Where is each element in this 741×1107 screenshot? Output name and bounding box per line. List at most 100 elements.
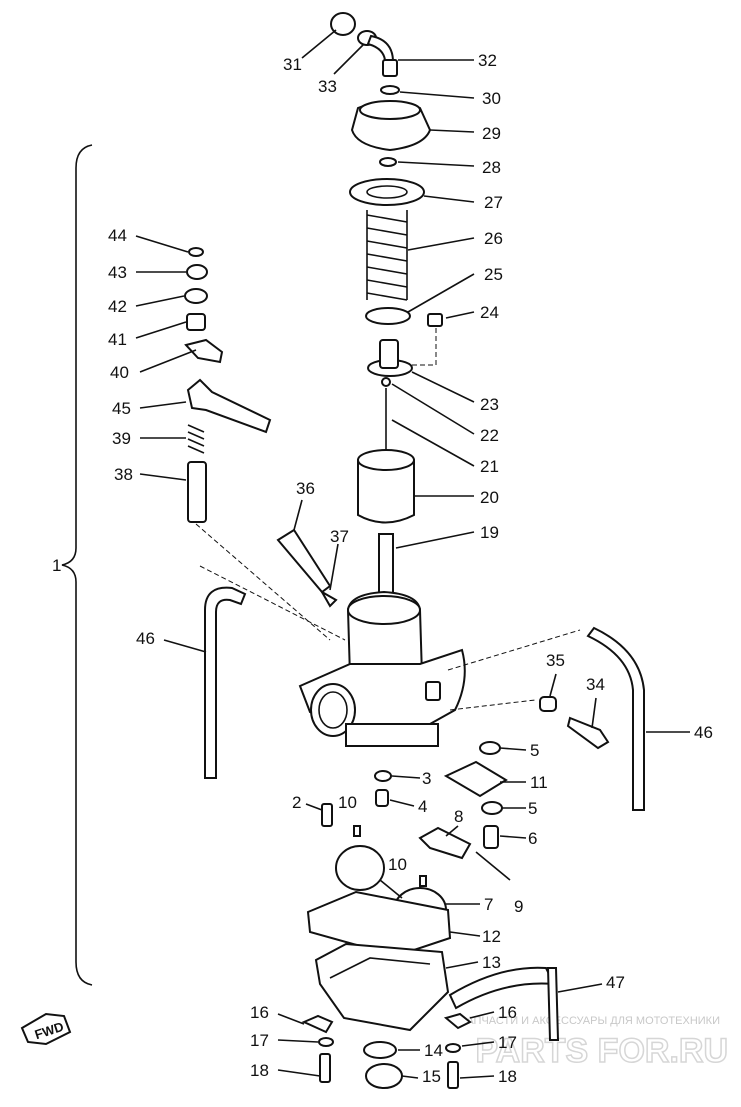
- clip-holder-stem: [379, 339, 399, 369]
- callout-7: 7: [484, 895, 493, 914]
- clamp-16a: [301, 1014, 334, 1034]
- gasket-27: [349, 178, 425, 206]
- screw-24-guide: [410, 328, 437, 366]
- callout-34: 34: [586, 675, 605, 694]
- callout-26: 26: [484, 229, 503, 248]
- leader-16b: [469, 1011, 495, 1019]
- callout-22: 22: [480, 426, 499, 445]
- screw-34: [566, 716, 610, 750]
- callout-42: 42: [108, 297, 127, 316]
- callout-5b: 5: [528, 799, 537, 818]
- leader-33: [333, 43, 365, 75]
- cable-guide: [199, 565, 346, 641]
- washer-5b: [481, 801, 503, 815]
- plunger-38: [187, 461, 207, 523]
- leader-24: [445, 311, 475, 319]
- leader-40: [139, 349, 197, 373]
- callout-21: 21: [480, 457, 499, 476]
- callout-31: 31: [283, 55, 302, 74]
- callout-30: 30: [482, 89, 501, 108]
- callout-10a: 10: [338, 793, 357, 812]
- cap-31: [330, 12, 356, 36]
- bracket-45: [186, 378, 272, 434]
- gasket-14: [363, 1041, 397, 1059]
- seat-25: [365, 307, 411, 325]
- callout-6: 6: [528, 829, 537, 848]
- left-side-group: [184, 247, 331, 641]
- spring-sides: [366, 210, 408, 300]
- plate-11: [443, 760, 508, 798]
- callout-18b: 18: [498, 1067, 517, 1086]
- callout-44: 44: [108, 226, 127, 245]
- watermark-text: ЗАПЧАСТИ И АКСЕССУАРЫ ДЛЯ МОТОТЕХНИКИ: [460, 1015, 720, 1027]
- callout-9: 9: [514, 897, 523, 916]
- assembly-label: 1: [52, 556, 61, 575]
- tube-46-right-guide: [447, 629, 581, 671]
- callout-23: 23: [480, 395, 499, 414]
- callout-24: 24: [480, 303, 499, 322]
- callout-20: 20: [480, 488, 499, 507]
- leader-22: [391, 383, 475, 435]
- nut-43: [186, 264, 208, 280]
- spring-39: [187, 424, 205, 454]
- lever-40: [184, 338, 224, 364]
- float-needle-10b: [419, 875, 427, 887]
- callout-14: 14: [424, 1041, 443, 1060]
- screw-24: [427, 313, 443, 327]
- fitting: [425, 681, 441, 701]
- callout-13: 13: [482, 953, 501, 972]
- callout-40: 40: [110, 363, 129, 382]
- callout-11: 11: [530, 773, 548, 792]
- leader-37: [329, 543, 339, 591]
- float-bowl-inner: [329, 957, 431, 979]
- float-left-7: [335, 845, 385, 891]
- watermark-logo: PARTS FOR.RU: [476, 1032, 728, 1070]
- callout-45: 45: [112, 399, 131, 418]
- clip-44: [188, 247, 204, 257]
- leader-17a: [277, 1039, 319, 1043]
- top-cap-group: [330, 12, 443, 599]
- adjuster-nut: [382, 59, 398, 77]
- callout-16b: 16: [498, 1003, 517, 1022]
- callout-10b: 10: [388, 855, 407, 874]
- callout-33: 33: [318, 77, 337, 96]
- callout-17a: 17: [250, 1031, 269, 1050]
- leader-15: [401, 1075, 419, 1079]
- leader-45: [139, 401, 187, 409]
- fwd-arrow-shape: [20, 1012, 72, 1046]
- leader-17b: [461, 1041, 495, 1047]
- callout-43: 43: [108, 263, 127, 282]
- callout-5a: 5: [530, 741, 539, 760]
- washer-17a: [318, 1037, 334, 1047]
- tube-46-left: [204, 586, 247, 779]
- leader-31: [301, 29, 337, 59]
- leader-8: [445, 825, 459, 837]
- washer-5a: [479, 741, 501, 755]
- intake-bore-inner: [318, 691, 348, 729]
- gasket-hole: [366, 185, 408, 199]
- callout-41: 41: [108, 330, 127, 349]
- callout-17b: 17: [498, 1033, 517, 1052]
- leader-42: [135, 295, 185, 307]
- leader-28: [397, 161, 475, 167]
- float-bowl-13: [314, 942, 450, 1032]
- valve-seat-6: [483, 825, 499, 849]
- leader-34: [591, 697, 597, 729]
- callout-3: 3: [422, 769, 431, 788]
- callout-47: 47: [606, 973, 625, 992]
- mixing-chamber-top: [347, 595, 421, 625]
- bolt-41: [186, 313, 206, 331]
- callout-19: 19: [480, 523, 499, 542]
- leader-30: [399, 91, 475, 99]
- washer-42: [184, 288, 208, 304]
- callout-8: 8: [454, 807, 463, 826]
- leader-4: [389, 799, 415, 807]
- leader-47: [557, 983, 603, 993]
- nut-35: [539, 696, 557, 712]
- right-parts-group: [321, 696, 610, 887]
- fwd-direction-arrow: FWD: [20, 1012, 72, 1046]
- watermark: ЗАПЧАСТИ И АКСЕССУАРЫ ДЛЯ МОТОТЕХНИКИ PA…: [460, 1015, 729, 1071]
- clamp-16b: [443, 1012, 472, 1030]
- screw-18a: [319, 1053, 331, 1083]
